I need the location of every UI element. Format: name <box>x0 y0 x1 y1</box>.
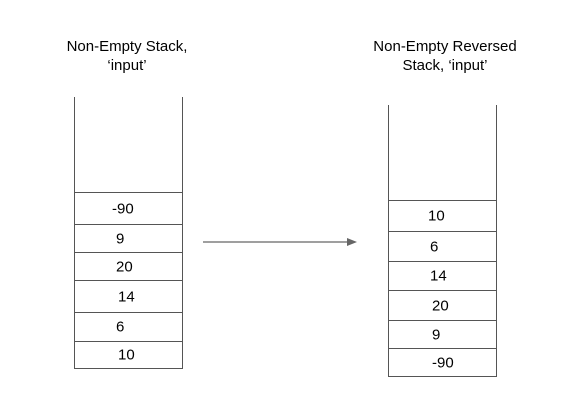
input-stack: -90 9 20 14 6 10 <box>74 97 183 369</box>
stack-cell-value: -90 <box>112 200 134 217</box>
stack-cell: 9 <box>389 320 496 348</box>
stack-cell-value: -90 <box>432 354 454 371</box>
stack-cell: -90 <box>75 192 182 224</box>
stack-cell-value: 20 <box>116 258 133 275</box>
stack-cell-value: 9 <box>116 230 125 247</box>
stack-cell: 14 <box>75 280 182 312</box>
stack-cell-value: 20 <box>432 297 449 314</box>
stack-cell: 6 <box>389 231 496 261</box>
stack-cell: 14 <box>389 261 496 290</box>
right-stack-title: Non-Empty Reversed Stack, ‘input’ <box>338 37 552 75</box>
stack-cell: 6 <box>75 312 182 341</box>
stack-cell: 20 <box>389 290 496 320</box>
right-stack-title-line-1: Non-Empty Reversed <box>373 38 517 55</box>
stack-cell-value: 10 <box>118 346 135 364</box>
stack-cell: -90 <box>389 348 496 376</box>
stack-cell-value: 9 <box>432 326 441 343</box>
stack-cell: 10 <box>389 200 496 231</box>
stack-cell-value: 10 <box>428 207 445 225</box>
left-stack-title-line-2: ‘input’ <box>107 57 147 74</box>
stack-cell-value: 14 <box>430 267 447 285</box>
stack-cell: 20 <box>75 252 182 280</box>
right-stack-title-line-2: Stack, ‘input’ <box>402 57 488 74</box>
stack-cell: 10 <box>75 341 182 368</box>
left-stack-title: Non-Empty Stack, ‘input’ <box>32 37 222 75</box>
stack-cell-value: 6 <box>116 318 125 336</box>
left-stack-title-line-1: Non-Empty Stack, <box>66 38 188 55</box>
stack-cell-value: 6 <box>430 238 439 255</box>
reversed-stack: 10 6 14 20 9 -90 <box>388 105 497 377</box>
stack-cell-value: 14 <box>118 288 135 305</box>
arrow-icon <box>203 238 357 246</box>
stack-cell: 9 <box>75 224 182 252</box>
